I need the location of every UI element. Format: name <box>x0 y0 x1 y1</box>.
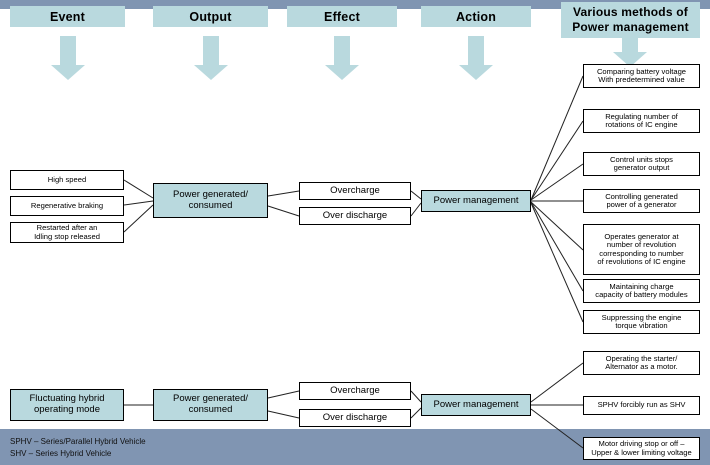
header-various-methods: Various methods of Power management <box>561 2 700 38</box>
method-box-sphv-forcibly-run-as-shv[interactable]: SPHV forcibly run as SHV <box>583 396 700 415</box>
method-box-comparing-battery-voltage[interactable]: Comparing battery voltage With predeterm… <box>583 64 700 88</box>
method-box-operates-generator-revolutions[interactable]: Operates generator at number of revoluti… <box>583 224 700 275</box>
action-box-power-management-2[interactable]: Power management <box>421 394 531 416</box>
down-arrow-effect-icon <box>324 36 360 80</box>
effect-box-over-discharge[interactable]: Over discharge <box>299 207 411 225</box>
method-box-control-units-stops-output[interactable]: Control units stops generator output <box>583 152 700 176</box>
effect-box-overcharge-2[interactable]: Overcharge <box>299 382 411 400</box>
down-arrow-methods-icon <box>612 38 648 67</box>
down-arrow-output-icon <box>193 36 229 80</box>
header-action: Action <box>421 6 531 27</box>
method-box-suppressing-torque-vibration[interactable]: Suppressing the engine torque vibration <box>583 310 700 334</box>
effect-box-over-discharge-2[interactable]: Over discharge <box>299 409 411 427</box>
header-output: Output <box>153 6 268 27</box>
event-box-regenerative-braking[interactable]: Regenerative braking <box>10 196 124 216</box>
output-box-power-generated-consumed-2[interactable]: Power generated/ consumed <box>153 389 268 421</box>
action-box-power-management[interactable]: Power management <box>421 190 531 212</box>
down-arrow-action-icon <box>458 36 494 80</box>
method-box-controlling-generated-power[interactable]: Controlling generated power of a generat… <box>583 189 700 213</box>
output-box-power-generated-consumed[interactable]: Power generated/ consumed <box>153 183 268 218</box>
header-effect: Effect <box>287 6 397 27</box>
event-box-high-speed[interactable]: High speed <box>10 170 124 190</box>
down-arrow-event-icon <box>50 36 86 80</box>
event-box-idling-restart[interactable]: Restarted after an Idling stop released <box>10 222 124 243</box>
legend-abbreviations: SPHV – Series/Parallel Hybrid Vehicle SH… <box>10 437 146 458</box>
header-event: Event <box>10 6 125 27</box>
event-box-fluctuating-hybrid-mode[interactable]: Fluctuating hybrid operating mode <box>10 389 124 421</box>
effect-box-overcharge[interactable]: Overcharge <box>299 182 411 200</box>
top-accent-bar <box>0 0 710 9</box>
method-box-operating-starter-alternator[interactable]: Operating the starter/ Alternator as a m… <box>583 351 700 375</box>
method-box-maintaining-charge-capacity[interactable]: Maintaining charge capacity of battery m… <box>583 279 700 303</box>
method-box-motor-driving-stop-limits[interactable]: Motor driving stop or off – Upper & lowe… <box>583 437 700 460</box>
method-box-regulating-rotations[interactable]: Regulating number of rotations of IC eng… <box>583 109 700 133</box>
